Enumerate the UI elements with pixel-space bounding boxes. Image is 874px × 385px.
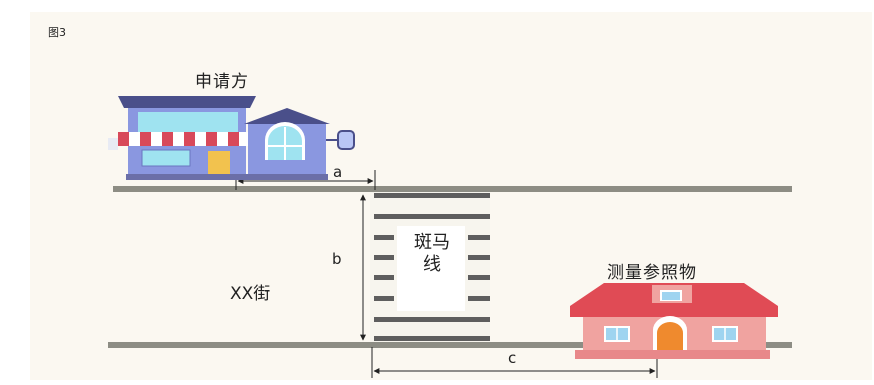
- reference-house-icon: [570, 283, 778, 359]
- dimension-c-label: c: [508, 349, 517, 367]
- zebra-crossing: [370, 192, 490, 342]
- applicant-label: 申请方: [195, 72, 249, 92]
- dimension-b-label: b: [332, 250, 342, 268]
- road-bottom-edge: [108, 342, 792, 348]
- figure-label: 图3: [48, 26, 66, 39]
- street-label: XX街: [230, 284, 271, 304]
- shop-house-icon: [108, 96, 355, 180]
- road-top-edge: [113, 186, 792, 192]
- reference-label: 测量参照物: [607, 263, 697, 283]
- zebra-crossing-label: 斑马线: [414, 232, 450, 275]
- dimension-a-label: a: [333, 163, 343, 181]
